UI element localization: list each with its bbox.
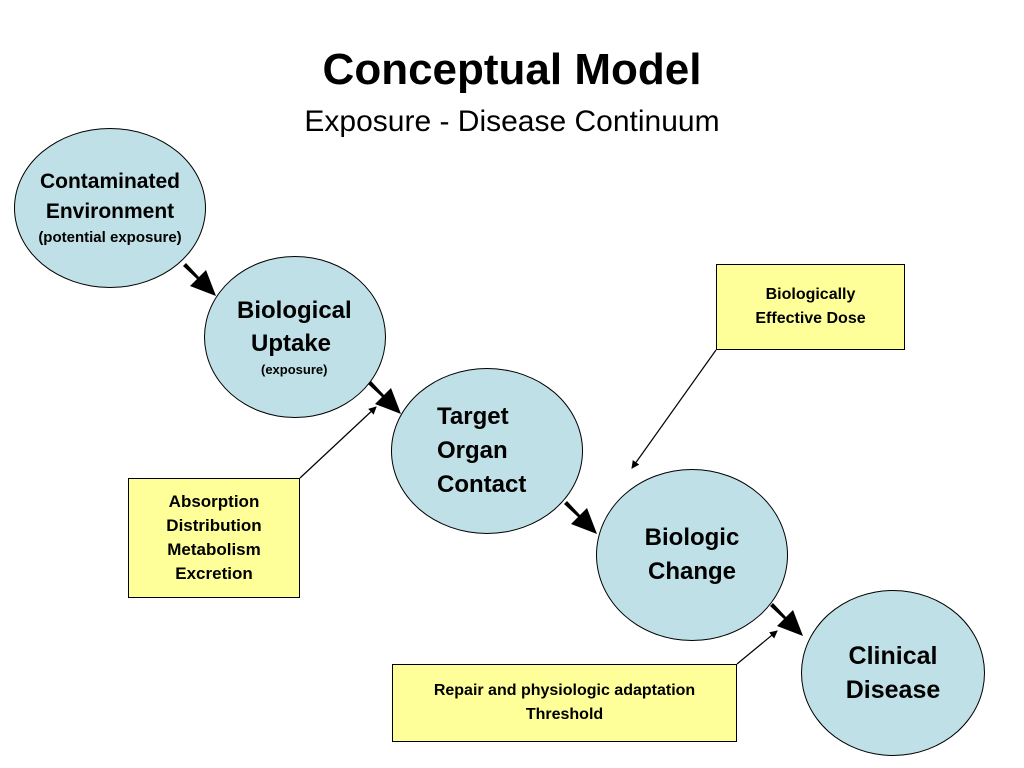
node-label-line: Environment <box>45 200 175 223</box>
node-label-line: Target <box>437 403 509 430</box>
page-title: Conceptual Model <box>322 45 702 94</box>
node-label-line: Clinical <box>848 642 938 670</box>
note-line: Biologically <box>765 286 856 303</box>
note-effective-dose: Biologically Effective Dose <box>716 264 905 350</box>
node-label-line: Biological <box>237 297 352 324</box>
pointer-effective-dose <box>631 349 717 469</box>
node-biological-uptake: Biological Uptake (exposure) <box>204 256 386 418</box>
page-subtitle: Exposure - Disease Continuum <box>304 105 720 138</box>
node-label-line: Contaminated <box>39 170 180 193</box>
node-biologic-change: Biologic Change <box>596 469 788 641</box>
note-line: Metabolism <box>167 540 261 559</box>
node-clinical-disease: Clinical Disease <box>801 590 985 756</box>
note-line: Absorption <box>168 492 260 511</box>
node-label-line: Disease <box>845 676 941 704</box>
node-label-line: Contact <box>437 471 527 498</box>
node-sublabel: (potential exposure) <box>38 229 182 246</box>
flow-arrow-change-to-disease <box>770 603 803 636</box>
node-label-line: Uptake <box>251 330 332 357</box>
note-repair: Repair and physiologic adaptation Thresh… <box>392 664 737 742</box>
node-contaminated-environment: Contaminated Environment (potential expo… <box>14 128 206 288</box>
flow-arrow-uptake-to-organ <box>368 381 401 414</box>
note-line: Threshold <box>525 706 604 723</box>
note-line: Effective Dose <box>755 310 866 327</box>
flow-arrow-organ-to-change <box>564 501 597 534</box>
flow-arrow-environment-to-uptake <box>183 263 216 296</box>
note-line: Distribution <box>166 516 262 535</box>
node-label-line: Change <box>647 558 736 585</box>
note-line: Excretion <box>175 564 253 583</box>
note-adme: Absorption Distribution Metabolism Excre… <box>128 478 300 598</box>
node-label-line: Biologic <box>644 524 740 551</box>
pointer-repair <box>736 630 778 665</box>
note-line: Repair and physiologic adaptation <box>433 682 696 699</box>
node-label-line: Organ <box>437 437 508 464</box>
node-sublabel: (exposure) <box>261 362 328 377</box>
node-target-organ-contact: Target Organ Contact <box>391 368 583 534</box>
pointer-adme <box>299 406 377 479</box>
